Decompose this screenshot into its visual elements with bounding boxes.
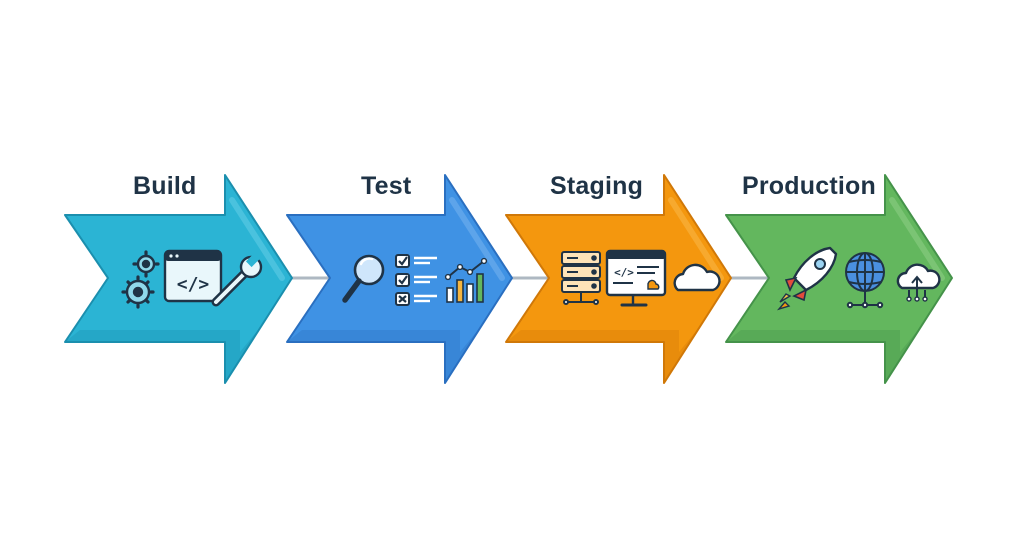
rocket-icon bbox=[776, 246, 838, 311]
stage-arrow-test bbox=[286, 174, 513, 384]
stage-label-test: Test bbox=[361, 172, 412, 200]
stage-arrow-staging: </> bbox=[505, 174, 732, 384]
stage-label-staging: Staging bbox=[550, 172, 644, 200]
stage-label-build: Build bbox=[133, 172, 197, 200]
monitor-code-icon: </> bbox=[605, 249, 667, 307]
arrow-shape bbox=[725, 174, 953, 384]
stage-label-production: Production bbox=[742, 172, 876, 200]
checklist-icon bbox=[395, 254, 437, 306]
gears-icon bbox=[121, 250, 160, 309]
bar-chart-icon bbox=[444, 257, 488, 303]
magnifier-icon bbox=[342, 254, 385, 303]
globe-icon bbox=[845, 252, 885, 309]
wrench-icon bbox=[211, 252, 263, 307]
cloud-upload-icon bbox=[896, 263, 941, 302]
stage-arrow-production bbox=[725, 174, 953, 384]
code-window-icon: </> bbox=[163, 249, 223, 303]
server-icon bbox=[561, 251, 601, 305]
cloud-icon bbox=[673, 263, 721, 292]
svg-text:</>: </> bbox=[177, 274, 210, 295]
svg-text:</>: </> bbox=[614, 266, 634, 279]
stage-arrow-build: </> bbox=[64, 174, 293, 384]
